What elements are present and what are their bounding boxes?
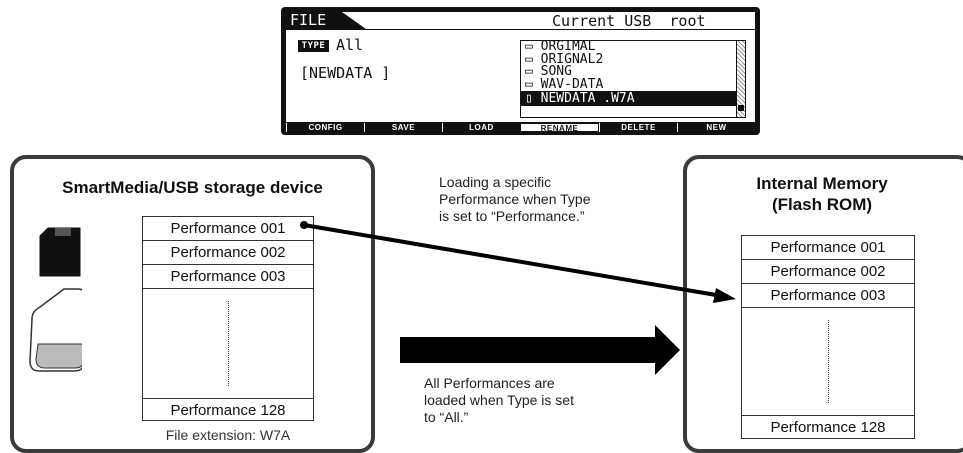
lcd-scrollbar[interactable]	[736, 41, 745, 117]
delete-button[interactable]: DELETE	[599, 123, 677, 132]
list-item[interactable]: Performance 002	[143, 241, 313, 265]
rename-button[interactable]: RENAME	[520, 123, 599, 133]
lcd-screen: FILE Current USB root TYPE All [NEWDATA …	[281, 7, 760, 135]
list-item[interactable]: Performance 128	[170, 402, 286, 419]
memory-performance-list: Performance 001 Performance 002 Performa…	[741, 235, 915, 439]
caption-line: Loading a specific	[439, 174, 552, 190]
storage-device-panel: SmartMedia/USB storage device Performanc…	[10, 155, 375, 453]
storage-performance-list: Performance 001 Performance 002 Performa…	[142, 216, 314, 421]
ellipsis-dots	[228, 301, 229, 386]
lcd-scroll-thumb[interactable]	[738, 105, 744, 111]
config-button[interactable]: CONFIG	[286, 123, 364, 132]
lcd-display: FILE Current USB root TYPE All [NEWDATA …	[286, 12, 755, 122]
lcd-filename-field[interactable]: [NEWDATA ]	[300, 64, 391, 82]
lcd-divider	[286, 29, 755, 30]
list-item[interactable]: Performance 003	[742, 284, 914, 308]
lcd-file-item[interactable]: ▭ ORGIMAL	[525, 40, 596, 54]
lcd-file-item[interactable]: ▭ WAV-DATA	[525, 76, 604, 92]
folder-icon: ▭	[525, 40, 533, 54]
specific-load-caption: Loading a specific Performance when Type…	[439, 174, 669, 225]
caption-line: loaded when Type is set	[424, 392, 574, 408]
lcd-file-item-selected[interactable]: ▯ NEWDATA .W7A	[521, 91, 745, 106]
lcd-function-buttons: CONFIG SAVE LOAD RENAME DELETE NEW	[286, 123, 755, 133]
list-ellipsis	[143, 289, 313, 399]
save-button[interactable]: SAVE	[364, 123, 442, 132]
list-item[interactable]: Performance 002	[742, 260, 914, 284]
smartmedia-card-icon	[39, 227, 81, 277]
internal-memory-panel: Internal Memory (Flash ROM) Performance …	[683, 155, 963, 453]
load-button[interactable]: LOAD	[442, 123, 520, 132]
specific-load-arrow	[300, 221, 736, 303]
lcd-file-item[interactable]: ▭ SONG	[525, 64, 572, 79]
lcd-current-path: Current USB root	[552, 12, 706, 30]
lcd-title: FILE	[286, 12, 366, 29]
file-icon: ▯	[525, 91, 533, 106]
caption-line: to “All.”	[424, 409, 469, 425]
folder-icon: ▭	[525, 76, 533, 92]
list-item[interactable]: Performance 128	[770, 419, 886, 436]
lcd-type-value[interactable]: All	[336, 36, 364, 54]
internal-memory-title-line1: Internal Memory	[756, 174, 888, 193]
caption-line: All Performances are	[424, 375, 555, 391]
internal-memory-title: Internal Memory (Flash ROM)	[687, 173, 957, 215]
list-item[interactable]: Performance 001	[143, 217, 313, 241]
lcd-file-item[interactable]: ▭ ORIGNAL2	[525, 51, 604, 67]
caption-line: Performance when Type	[439, 191, 591, 207]
new-button[interactable]: NEW	[677, 123, 755, 132]
internal-memory-title-line2: (Flash ROM)	[771, 195, 873, 214]
all-load-arrow	[400, 325, 680, 375]
folder-icon: ▭	[525, 64, 533, 79]
list-ellipsis	[742, 308, 914, 416]
usb-storage-icon	[29, 288, 82, 372]
all-load-caption: All Performances are loaded when Type is…	[424, 375, 654, 426]
file-extension-label: File extension: W7A	[165, 427, 291, 443]
lcd-type-badge: TYPE	[298, 40, 329, 52]
device-icons	[29, 227, 82, 372]
folder-icon: ▭	[525, 51, 533, 67]
storage-device-title: SmartMedia/USB storage device	[62, 178, 323, 197]
list-item[interactable]: Performance 001	[742, 236, 914, 260]
list-item[interactable]: Performance 003	[143, 265, 313, 289]
lcd-file-list[interactable]: ▭ ORGIMAL ▭ ORIGNAL2 ▭ SONG ▭ WAV-DATA ▯…	[520, 40, 746, 118]
ellipsis-dots	[828, 320, 829, 403]
caption-line: is set to “Performance.”	[439, 208, 585, 224]
